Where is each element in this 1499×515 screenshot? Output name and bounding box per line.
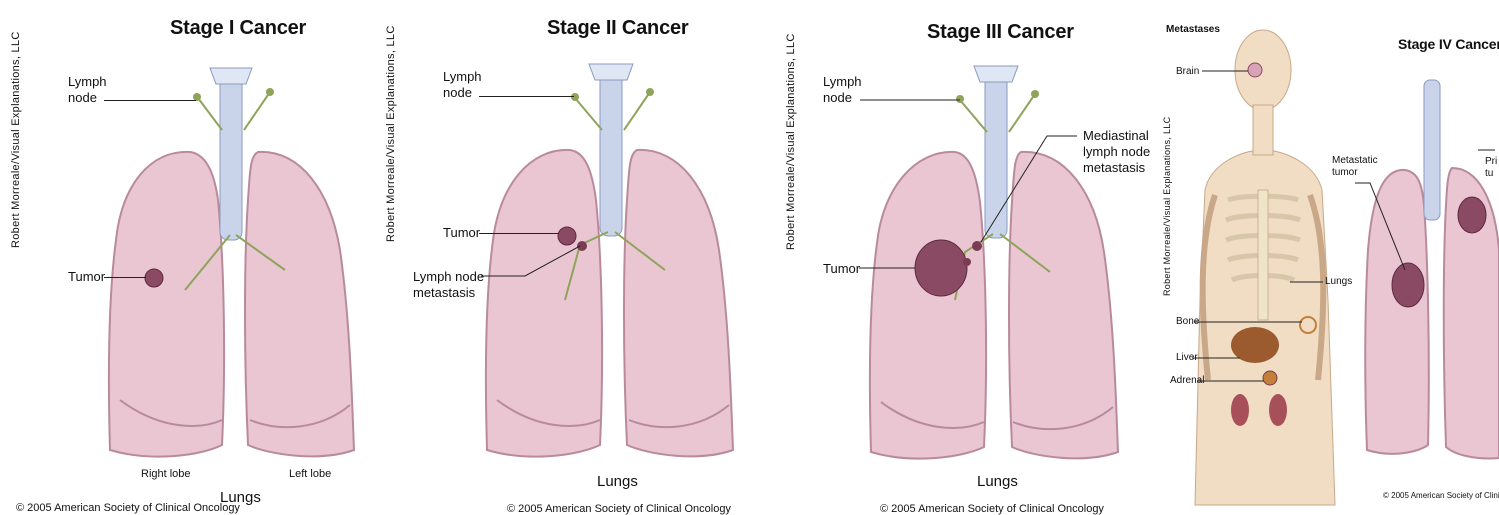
node-metastasis-mark — [577, 241, 587, 251]
tumor-label: Tumor — [68, 269, 105, 285]
tumor-mark — [558, 227, 576, 245]
stage-3-lung-illustration — [755, 0, 1160, 515]
right-lung — [109, 152, 224, 457]
brain-mark — [1248, 63, 1262, 77]
panel-title: Stage IV Cancer — [1398, 36, 1499, 52]
left-lung — [1009, 152, 1118, 458]
tumor-mark — [145, 269, 163, 287]
trachea — [600, 66, 622, 236]
credit-text: Robert Morreale/Visual Explanations, LLC — [10, 31, 22, 248]
liver-label: Liver — [1176, 352, 1198, 364]
lymph-node-leader — [104, 100, 196, 101]
credit-text: Robert Morreale/Visual Explanations, LLC — [785, 33, 797, 250]
lymph-node-metastasis-label: Lymph node metastasis — [413, 269, 484, 301]
stage-1-panel: Robert Morreale/Visual Explanations, LLC… — [0, 0, 375, 515]
brain-label: Brain — [1176, 66, 1199, 78]
stage-4-body-illustration — [1160, 0, 1499, 515]
primary-tumor-label: Pri tu — [1485, 156, 1497, 180]
lungs-caption: Lungs — [977, 473, 1018, 490]
right-lung — [870, 152, 986, 459]
panel-title: Stage II Cancer — [547, 17, 689, 40]
stage-3-panel: Robert Morreale/Visual Explanations, LLC… — [755, 0, 1160, 515]
kidney-left — [1231, 394, 1249, 426]
right-lobe-label: Right lobe — [141, 468, 191, 481]
lymph-node-label: Lymph node — [823, 74, 862, 106]
trachea — [985, 68, 1007, 238]
lymph-node-label: Lymph node — [443, 69, 482, 101]
lymph-node-label: Lymph node — [68, 74, 107, 106]
metastases-heading: Metastases — [1166, 24, 1220, 36]
trachea — [220, 70, 242, 240]
left-lobe-label: Left lobe — [289, 468, 331, 481]
lungs-label: Lungs — [1325, 276, 1352, 288]
tumor-label: Tumor — [823, 261, 860, 277]
left-lung — [245, 152, 354, 456]
stage-2-lung-illustration — [375, 0, 755, 515]
mediastinal-metastasis-label: Mediastinal lymph node metastasis — [1083, 128, 1150, 176]
copyright: © 2005 American Society of Clinical Onco… — [16, 502, 240, 514]
right-lung — [486, 150, 602, 457]
head — [1235, 30, 1291, 110]
metastatic-tumor-label: Metastatic tumor — [1332, 155, 1378, 179]
tumor-label: Tumor — [443, 225, 480, 241]
copyright: © 2005 American Society of Clinical Onco… — [1383, 491, 1499, 501]
tumor-mark — [915, 240, 967, 296]
stage-4-panel: Stage IV Cancer Metastases Robert Morrea… — [1160, 0, 1499, 515]
panel-title: Stage I Cancer — [170, 17, 306, 40]
lungs-caption: Lungs — [597, 473, 638, 490]
copyright: © 2005 American Society of Clinical Onco… — [507, 503, 731, 515]
left-lung — [624, 150, 733, 456]
kidney-right — [1269, 394, 1287, 426]
adrenal-label: Adrenal — [1170, 375, 1204, 387]
metastatic-tumor-mark — [1392, 263, 1424, 307]
tumor-leader — [479, 233, 559, 234]
copyright: © 2005 American Society of Clinical Onco… — [880, 503, 1104, 515]
bone-label: Bone — [1176, 316, 1199, 328]
primary-tumor-mark — [1458, 197, 1486, 233]
panel-title: Stage III Cancer — [927, 21, 1074, 44]
right-lung-mini — [1365, 170, 1429, 454]
credit-text: Robert Morreale/Visual Explanations, LLC — [385, 25, 397, 242]
lymph-node-leader — [479, 96, 574, 97]
adrenal-mark — [1263, 371, 1277, 385]
stage-1-lung-illustration — [0, 0, 375, 515]
tumor-leader — [104, 277, 146, 278]
stage-2-panel: Robert Morreale/Visual Explanations, LLC… — [375, 0, 755, 515]
credit-text: Robert Morreale/Visual Explanations, LLC — [1162, 117, 1172, 296]
